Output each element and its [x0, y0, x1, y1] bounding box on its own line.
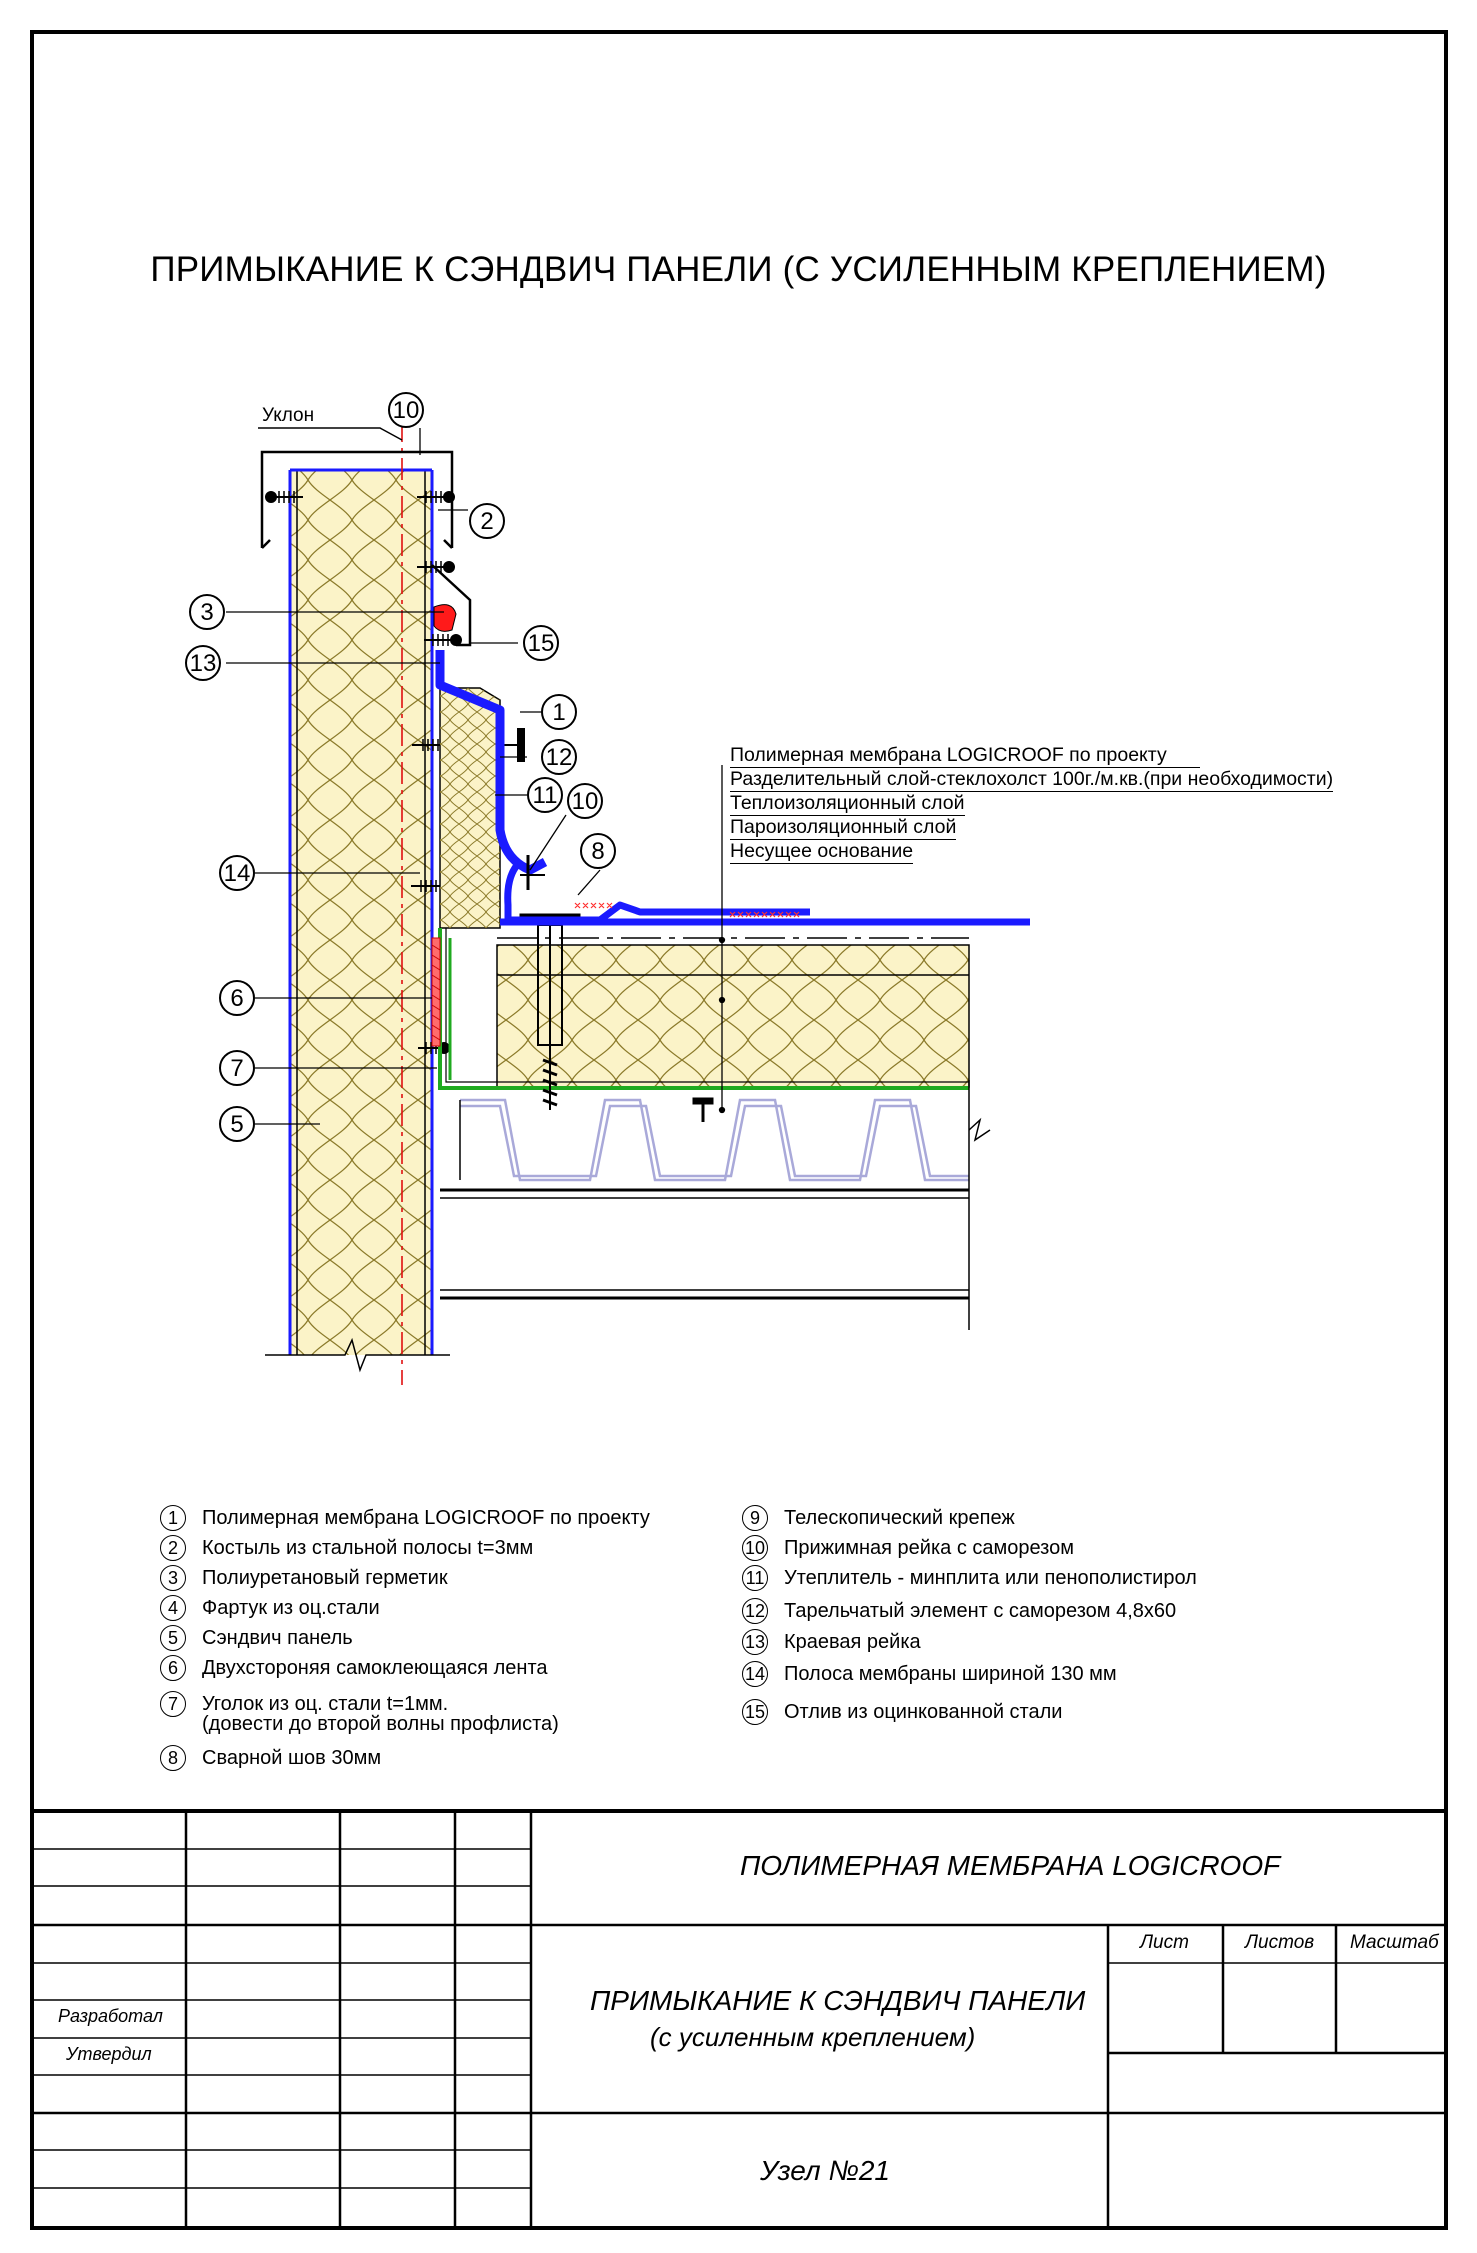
callout-leaders [226, 428, 601, 1125]
drawing-title: ПРИМЫКАНИЕ К СЭНДВИЧ ПАНЕЛИ (С УСИЛЕННЫМ… [150, 250, 1327, 289]
sandwich-panel [265, 420, 450, 1385]
callout-1: 1 [552, 699, 565, 726]
callout-5: 5 [230, 1111, 243, 1138]
layer-thermal: Теплоизоляционный слой [730, 792, 965, 816]
callout-2: 2 [480, 508, 493, 535]
drip-flashing [431, 564, 472, 647]
stamp-sheet-title-2: (с усиленным креплением) [650, 2022, 976, 2052]
flashing-cap [260, 450, 454, 549]
callout-7: 7 [230, 1055, 243, 1082]
title-block-grid [30, 1809, 1448, 2226]
stamp-sheet-title-1: ПРИМЫКАНИЕ К СЭНДВИЧ ПАНЕЛИ [590, 1985, 1086, 2016]
steel-beam [440, 1080, 970, 1330]
stamp-scale-label: Масштаб [1350, 1932, 1439, 1953]
callout-6: 6 [230, 985, 243, 1012]
callout-3: 3 [200, 599, 213, 626]
stamp-sheets-label: Листов [1245, 1932, 1315, 1953]
stamp-node: Узел №21 [760, 2155, 890, 2186]
layers-leader [718, 765, 726, 1114]
callout-14: 14 [224, 860, 251, 887]
deck-fastener [692, 1097, 714, 1122]
layer-separation: Разделительный слой-стеклохолст 100г./м.… [730, 768, 1334, 792]
stamp-sheet-label: Лист [1140, 1932, 1189, 1953]
callout-8: 8 [591, 838, 604, 865]
layer-vapour: Пароизоляционный слой [730, 816, 957, 840]
callout-circles [185, 392, 616, 1142]
roof-insulation [496, 937, 970, 1088]
callout-11: 11 [533, 782, 558, 809]
pressure-bar [520, 855, 545, 890]
stamp-approved-label: Утвердил [66, 2044, 152, 2064]
callout-15: 15 [528, 630, 555, 657]
weld-seams [574, 902, 800, 918]
slope-label: Уклон [262, 405, 314, 426]
callout-12: 12 [546, 744, 573, 771]
profiled-deck [459, 1098, 969, 1182]
drawing-frame [30, 30, 1448, 2230]
sealant [433, 604, 457, 632]
deck-break [968, 1117, 991, 1142]
layer-membrane: Полимерная мембрана LOGICROOF по проекту [730, 744, 1200, 768]
layer-base: Несущее основание [730, 840, 914, 864]
stamp-developed-label: Разработал [58, 2006, 163, 2026]
callout-10: 10 [572, 788, 599, 815]
slope-arrow [258, 427, 403, 441]
stamp-company: ПОЛИМЕРНАЯ МЕМБРАНА LOGICROOF [740, 1850, 1281, 1881]
callout-13: 13 [190, 650, 217, 677]
callout-labels: 10 2 3 15 13 1 12 10 11 8 14 6 7 5 [190, 397, 605, 1138]
adhesive-tape [431, 937, 441, 1047]
callout-4: 10 [393, 397, 420, 424]
wall-insulation [439, 687, 501, 929]
